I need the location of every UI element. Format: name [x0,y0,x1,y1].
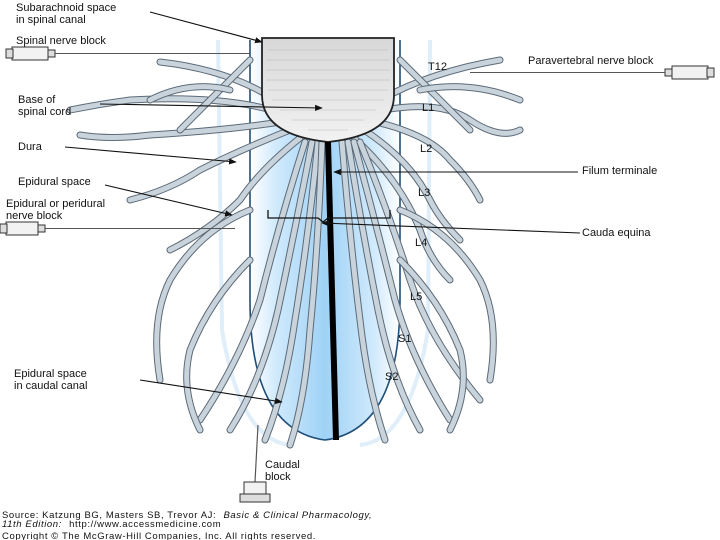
paravertebral-block-syringe [470,65,715,80]
cord-hatching [266,49,390,131]
nerve-root [154,207,253,383]
level-t12: T12 [428,61,447,73]
nerve-root [339,139,388,443]
nerve-root [184,257,253,433]
nerve-root [417,84,523,103]
nerve-root [262,139,321,443]
nerve-root [397,57,473,133]
caption-copyright: Copyright © The McGraw-Hill Companies, I… [2,531,316,540]
dura-outline [249,40,401,441]
nerve-root [287,139,325,448]
level-l4: L4 [415,237,427,249]
nerve-root [345,139,423,433]
nerve-root [397,257,466,433]
nerve-root [357,139,483,403]
nerve-root [197,139,308,423]
label-caudal-canal-1: Epidural space [14,368,87,380]
label-base-cord-1: Base of [18,94,56,106]
label-caudal-block-2: block [265,471,291,483]
label-base-cord-2: spinal cord [18,106,71,118]
caption-url[interactable]: http://www.accessmedicine.com [69,519,221,530]
epidural-block-syringe [0,221,235,236]
dura-arrow [64,146,237,165]
base-cord-arrow [99,103,323,111]
nerve-root [351,139,453,423]
level-l5: L5 [410,291,422,303]
label-dura: Dura [18,141,43,153]
nerve-root [77,119,283,140]
nerve-root [177,57,253,133]
caption-source-prefix: Source: Katzung BG, Masters SB, Trevor A… [2,510,216,521]
level-l3: L3 [418,187,430,199]
label-epidural-block-2: nerve block [6,210,63,222]
spinal-block-syringe [5,46,250,61]
label-cauda-equina: Cauda equina [582,227,651,239]
label-spinal-nerve-block: Spinal nerve block [16,35,106,47]
label-subarachnoid-1: Subarachnoid space [16,2,116,14]
leader-lines [64,11,581,404]
epidural-band-right [359,39,432,447]
nerve-root [361,127,463,243]
caption-edition: 11th Edition: http://www.accessmedicine.… [2,519,221,530]
level-l2: L2 [420,143,432,155]
cauda-equina-arrow [321,220,581,234]
nerve-root [373,119,483,203]
nerve-roots [66,56,524,449]
level-s2: S2 [385,371,398,383]
nerve-root [351,135,453,283]
label-caudal-block-1: Caudal [265,459,300,471]
subarachnoid-arrow [149,11,263,44]
level-l1: L1 [422,102,434,114]
level-s1: S1 [398,333,411,345]
label-epidural-space: Epidural space [18,176,91,188]
caudal-canal-arrow [139,379,283,404]
label-subarachnoid-2: in spinal canal [16,14,86,26]
nerve-root [397,207,496,383]
nerve-root [127,127,293,203]
label-caudal-canal-2: in caudal canal [14,380,87,392]
label-epidural-block-1: Epidural or peridural [6,198,105,210]
caption-source-title: Basic & Clinical Pharmacology, [223,510,372,521]
nerve-root [147,84,233,103]
nerve-root [167,135,303,253]
nerve-root [67,96,275,113]
caudal-block-syringe [239,424,271,503]
nerve-root [381,104,523,136]
label-filum: Filum terminale [582,165,657,177]
epidural-space-arrow [104,184,233,217]
caption-source: Source: Katzung BG, Masters SB, Trevor A… [2,510,372,521]
nerve-root [227,139,315,433]
filum-terminale [325,142,339,440]
caption-edition-prefix: 11th Edition: [2,519,62,530]
label-paravertebral: Paravertebral nerve block [528,55,654,67]
